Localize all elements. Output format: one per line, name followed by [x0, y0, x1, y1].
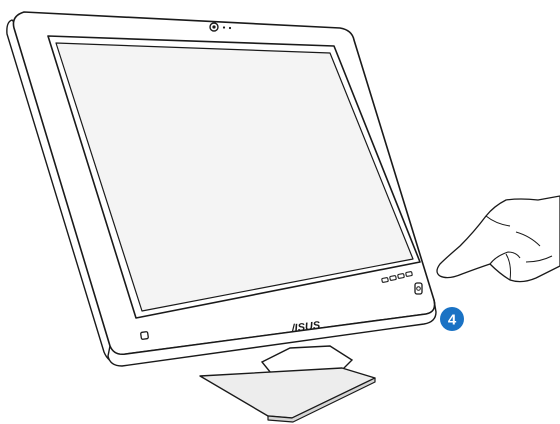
- control-button-4: [406, 272, 413, 277]
- control-button-1: [382, 278, 389, 283]
- step-badge: 4: [440, 307, 464, 331]
- step-badge-number: 4: [448, 312, 457, 329]
- pointing-hand-icon: [437, 196, 560, 282]
- control-button-2: [390, 276, 397, 281]
- touch-corner-icon: [141, 332, 149, 340]
- stand: [200, 346, 375, 422]
- control-button-3: [398, 274, 405, 279]
- power-button-icon: [415, 283, 422, 294]
